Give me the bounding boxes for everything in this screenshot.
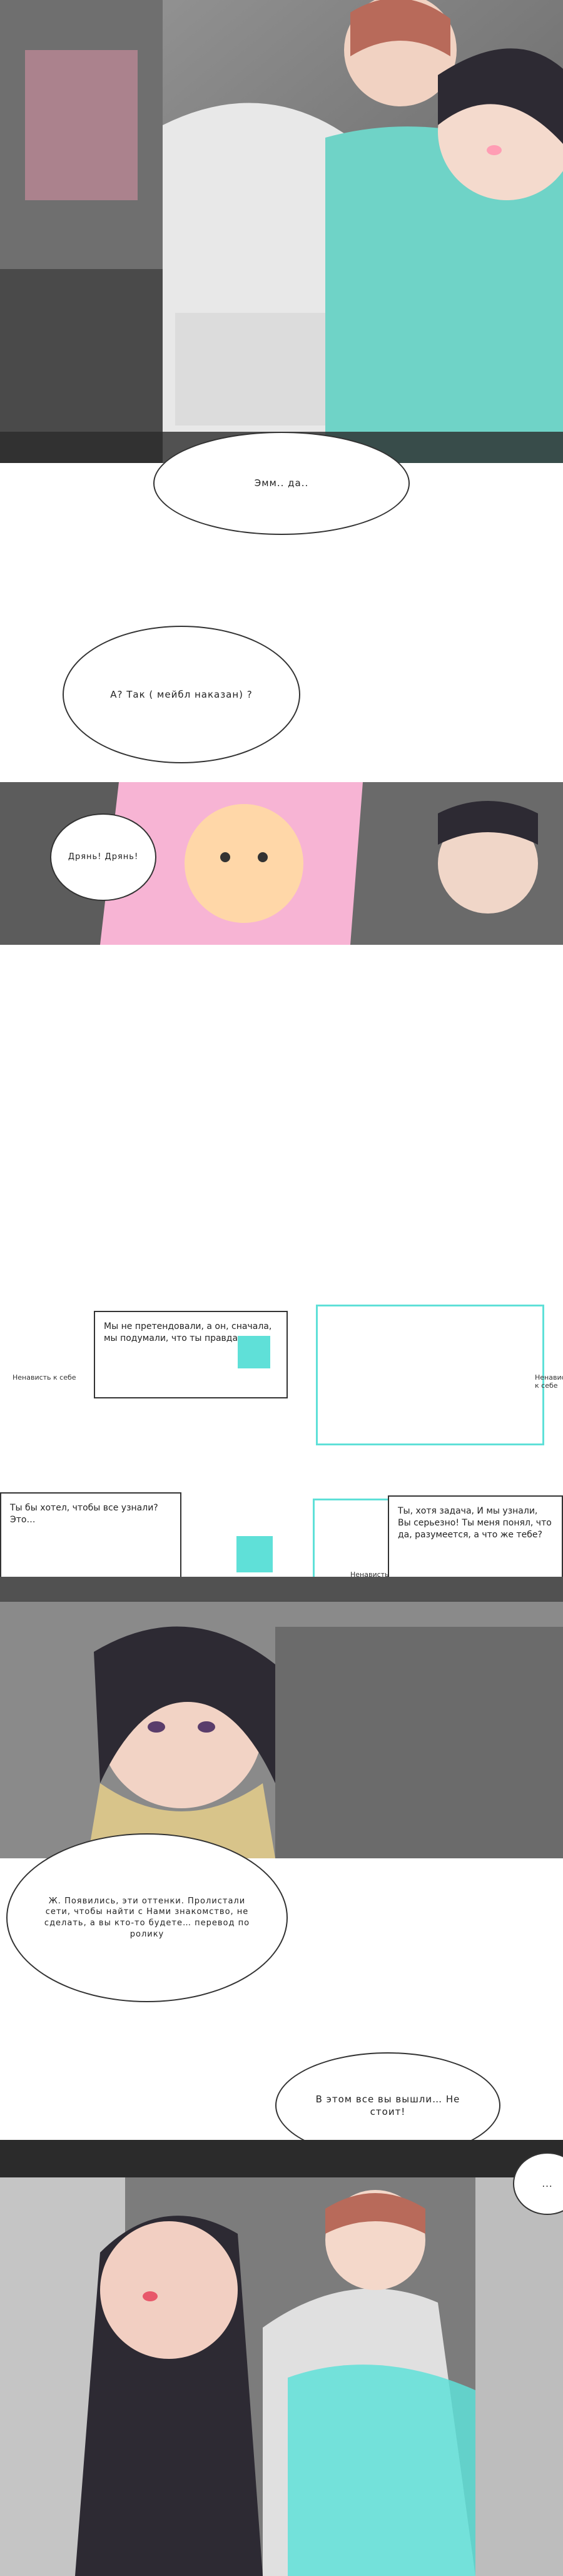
text-box-1-text: Мы не претендовали, а он, сначала, мы по… bbox=[104, 1321, 272, 1343]
speech-bubble-1-text: Эмм.. да.. bbox=[254, 477, 309, 489]
accent-square-2 bbox=[236, 1536, 273, 1572]
accent-square-1 bbox=[238, 1336, 270, 1368]
scene-art-4 bbox=[0, 2140, 563, 2576]
side-label-2: Ненависть к себе bbox=[535, 1373, 563, 1390]
text-box-3-text: Ты, хотя задача, И мы узнали, Вы серьезн… bbox=[398, 1506, 552, 1540]
speech-bubble-7-text: Ж. Появились, эти оттенки. Пролистали се… bbox=[44, 1896, 250, 1939]
speech-bubble-2-text: А? Так ( мейбл наказан) ? bbox=[110, 688, 253, 700]
speech-bubble-8-text: В этом все вы вышли… Не стоит! bbox=[315, 2093, 460, 2117]
scene-art-1 bbox=[0, 0, 563, 463]
speech-bubble-7: Ж. Появились, эти оттенки. Пролистали се… bbox=[6, 1833, 288, 2002]
panel-girl-car bbox=[0, 1577, 563, 1858]
text-box-2-text: Ты бы хотел, чтобы все узнали? Это… bbox=[10, 1503, 158, 1525]
panel-bottom-scene bbox=[0, 2140, 563, 2576]
speech-bubble-3: Дрянь! Дрянь! bbox=[50, 813, 156, 901]
cyan-frame-1 bbox=[316, 1305, 544, 1445]
speech-bubble-2: А? Так ( мейбл наказан) ? bbox=[63, 626, 300, 763]
speech-bubble-9-text: ... bbox=[542, 2177, 553, 2189]
side-label-1: Ненависть к себе bbox=[13, 1373, 76, 1382]
panel-top-scene bbox=[0, 0, 563, 463]
speech-bubble-1: Эмм.. да.. bbox=[153, 432, 410, 535]
panel-strip-middle bbox=[0, 776, 563, 951]
text-box-1: Мы не претендовали, а он, сначала, мы по… bbox=[94, 1311, 288, 1398]
speech-bubble-3-text: Дрянь! Дрянь! bbox=[68, 852, 139, 862]
scene-art-3 bbox=[0, 1577, 563, 1858]
scene-art-2 bbox=[0, 776, 563, 951]
speech-bubble-9: ... bbox=[513, 2152, 563, 2215]
